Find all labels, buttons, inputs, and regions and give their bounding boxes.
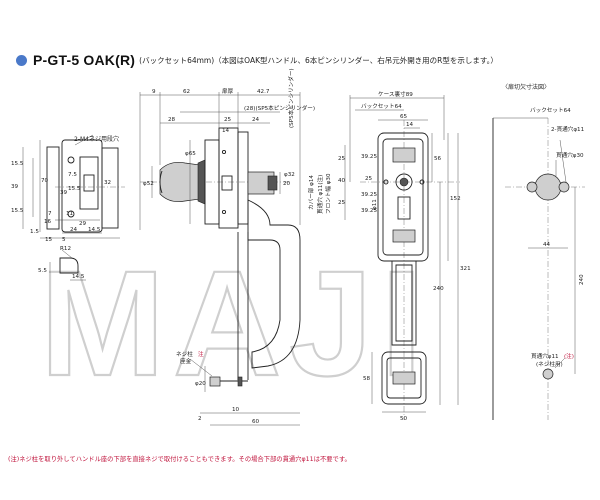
dim-text: 56 [434,156,442,162]
screw-post-use-label: (ネジ柱用) [536,360,563,368]
dim-text: 5.5 [38,268,47,274]
dim-text: φ52 [143,181,154,187]
through-hole-label: 貫通穴 φ11(注) [316,175,324,214]
through-11-label: 貫通穴φ11 [531,352,559,360]
dim-text: 14 [222,128,230,134]
two-holes-label: 2-貫通穴φ11 [551,125,585,133]
dim-text: ケース裏寸89 [378,90,413,98]
dim-text: 240 [579,274,585,285]
dim-text: 65 [400,114,408,120]
dim-text: 24 [252,117,260,123]
side-section-view [139,92,301,426]
dim-text: 16 [44,219,52,225]
cylinder-note: (SP5本ピンシリンダー) [287,68,295,128]
dim-text: 240 [433,286,444,292]
dim-text: 15.5 [68,186,81,192]
dim-text: 50 [400,416,408,422]
dim-text: 70 [41,178,49,184]
dim-text: 28 [168,117,176,123]
dim-text: φ65 [185,151,196,157]
dim-text: φ32 [284,172,295,178]
dim-text: 321 [460,266,471,272]
screw-post-label: ネジ柱 [176,350,193,358]
watermark: MAJI [40,239,430,407]
dim-text: 152 [450,196,461,202]
dim-text: 扉厚 [222,87,234,95]
dim-text: バックセット64 [361,103,402,110]
bullet-icon [16,54,27,66]
dim-text: 62 [183,89,190,95]
dim-text: 25 [224,117,232,123]
dim-text: 44 [543,242,551,248]
dim-text: R12 [60,246,71,252]
latch-detail-view [49,249,86,281]
dim-text: 39.25 [361,192,377,198]
dim-text: φ20 [195,381,206,387]
model-title: P-GT-5 OAK(R) [33,52,136,68]
washer-label: 座金 [180,357,192,365]
dim-text: 25 [338,156,346,162]
dim-text: 14.5 [72,274,85,280]
front-width-label: フロント幅 φ30 [324,173,332,214]
dim-text: 2 [198,416,202,422]
dim-text: (28)(SP5本ピンシリンダー) [244,104,315,112]
dim-text: 10 [232,407,240,413]
dim-text: 39.25 [361,208,377,214]
door-backset-label: バックセット64 [530,107,571,114]
dim-text: 32 [104,180,111,186]
door-cutout-view [492,117,585,420]
dim-text: 39 [11,184,19,190]
dim-text: 14 [406,122,414,128]
door-cut-title: 〈扉切欠寸法図〉 [502,83,550,91]
strike-plate-view [22,134,125,239]
dim-text: 42.7 [257,89,270,95]
dim-text: 29 [79,221,87,227]
dim-text: 39 [60,190,68,196]
dim-text: 7 [48,211,52,217]
drawing-header: P-GT-5 OAK(R) (バックセット64mm) （本図はOAK型ハンドル、… [16,52,498,68]
front-elevation-view [344,95,460,420]
dim-text: 24 [70,227,78,233]
screw-post-note: 注 [198,350,204,358]
dim-text: 39.25 [361,154,377,160]
case-hole-label: φ11 [372,199,378,210]
dim-text: 1.5 [30,229,39,235]
dim-text: 15.5 [11,161,24,167]
drawing-description: （本図はOAK型ハンドル、6本ピンシリンダー、右吊元外開き用のR型を示します。） [214,55,498,65]
dim-text: 11 [66,211,74,217]
cover-label: カバー部 φ14 [307,175,315,210]
dim-text: 40 [338,178,346,184]
dim-text: 60 [252,419,260,425]
dim-text: 58 [363,376,371,382]
dim-text: 25 [338,200,346,206]
dim-text: 7.5 [68,172,77,178]
strike-screw-holes-label: 2-M4ネジ用段穴 [74,135,119,143]
footer-note: (注)ネジ柱を取り外してハンドル座の下部を直接ネジで取付けることもできます。その… [8,456,351,463]
dim-text: 20 [283,181,291,187]
backset-note: (バックセット64mm) [139,55,215,65]
dim-text: 14.5 [88,227,101,233]
through-30-label: 貫通穴φ30 [556,151,584,159]
through-11-note: (注) [564,352,574,360]
dim-text: 25 [365,176,373,182]
dim-text: 9 [152,89,156,95]
dim-text: 5 [62,237,66,243]
dim-text: 15.5 [11,208,24,214]
dim-text: 15 [45,237,53,243]
